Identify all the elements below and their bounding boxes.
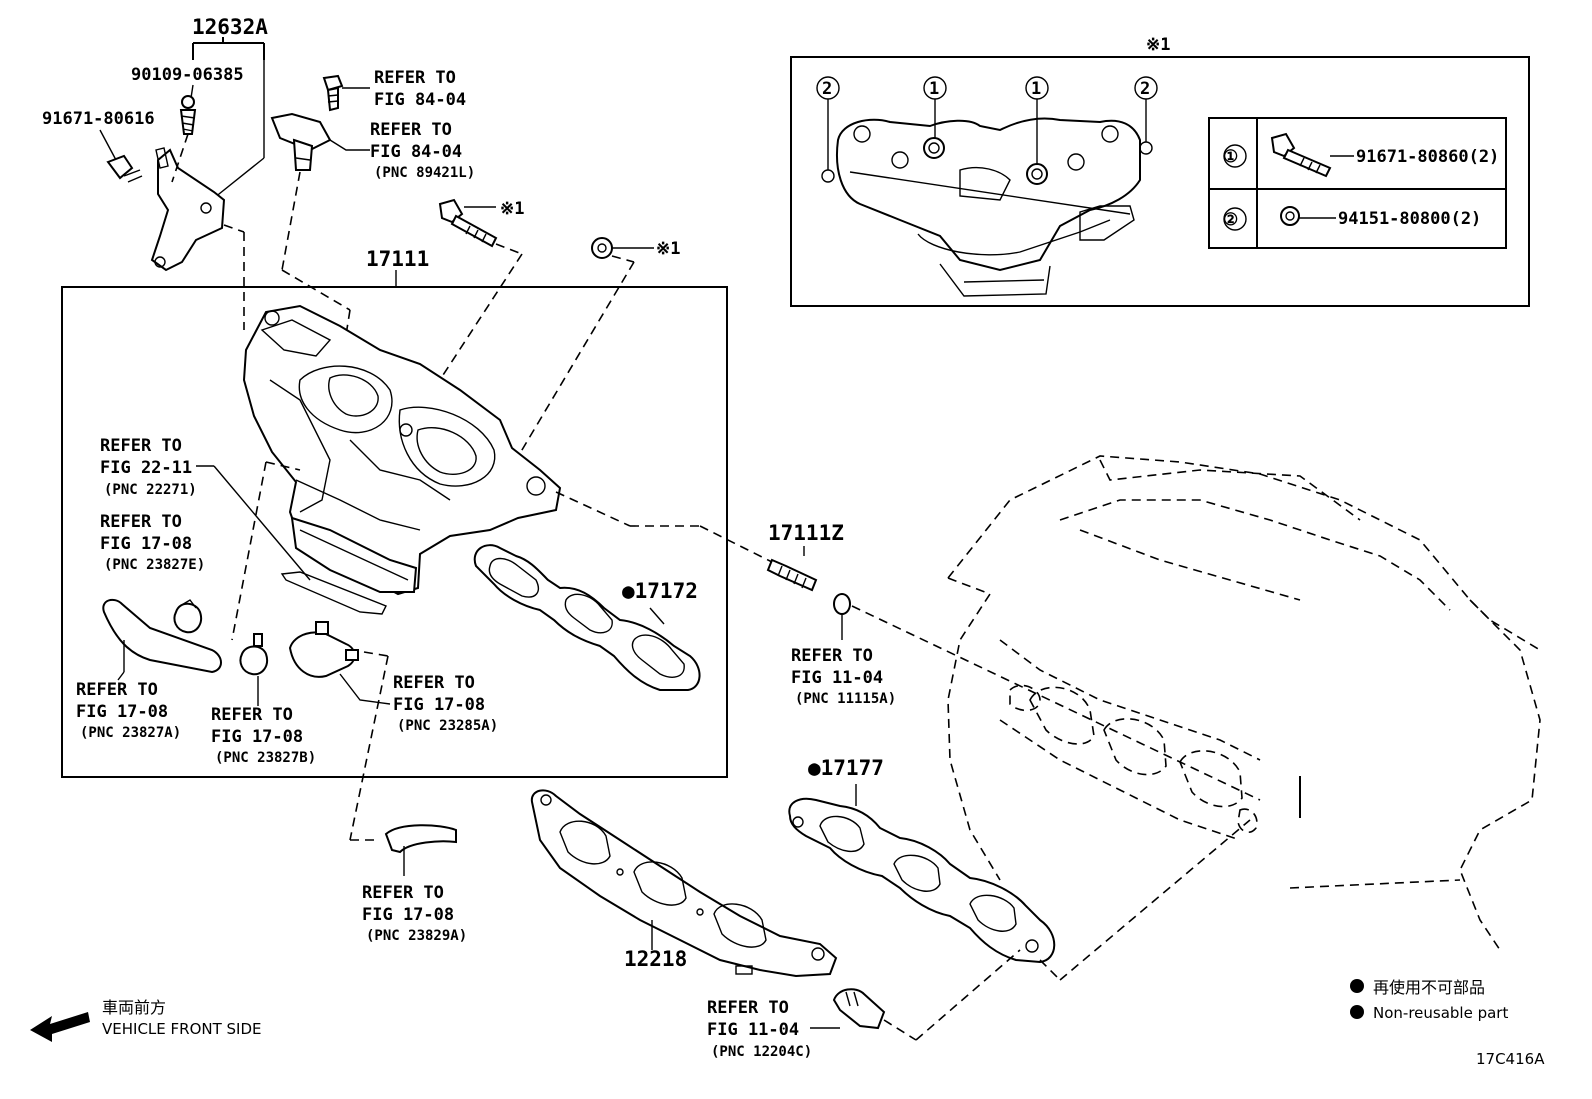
diagram-code: 17C416A (1476, 1050, 1545, 1068)
front-arrow-icon (30, 1012, 90, 1042)
refer-6-line2: FIG 17-08 (211, 727, 303, 747)
refer-8-pnc: (PNC 11115A) (795, 691, 896, 707)
refer-5-line1: REFER TO (76, 680, 158, 700)
label-17111: 17111 (366, 247, 429, 271)
refer-9-line1: REFER TO (362, 883, 444, 903)
refer-4-line2: FIG 17-08 (100, 534, 192, 554)
refer-6-pnc: (PNC 23827B) (215, 750, 316, 766)
refer-2-line2: FIG 84-04 (370, 142, 462, 162)
direction-en: VEHICLE FRONT SIDE (102, 1020, 262, 1038)
refer-1-line2: FIG 84-04 (374, 90, 466, 110)
sensor-bolt (322, 74, 370, 112)
refer-2-pnc: (PNC 89421L) (374, 165, 475, 181)
refer-3-line1: REFER TO (100, 436, 182, 456)
refer-3-pnc: (PNC 22271) (104, 482, 197, 498)
hose-23829A (384, 824, 457, 876)
legend-en: Non-reusable part (1373, 1004, 1508, 1022)
refer-10-line2: FIG 11-04 (707, 1020, 799, 1040)
clamp-23827B (239, 633, 268, 706)
refer-8-line2: FIG 11-04 (791, 668, 883, 688)
stud-17111Z (555, 491, 818, 592)
clamp-23827E (173, 599, 202, 634)
nut-note1 (515, 237, 654, 461)
inset-box (790, 56, 1530, 307)
callout-2a: 2 (822, 79, 832, 99)
refer-7-pnc: (PNC 23285A) (397, 718, 498, 734)
bracket-12632A (99, 37, 265, 330)
refer-10-line1: REFER TO (707, 998, 789, 1018)
inset-title: ※1 (1146, 35, 1170, 55)
callout-2b: 2 (1140, 79, 1150, 99)
label-17172: ●17172 (622, 579, 698, 603)
label-17111Z: 17111Z (768, 521, 844, 545)
label-17177: ●17177 (808, 756, 884, 780)
ring-11115A (833, 593, 1261, 801)
callout-1b: 1 (1031, 79, 1041, 99)
refer-2-line1: REFER TO (370, 120, 452, 140)
direction-jp: 車両前方 (102, 998, 166, 1017)
inset-callout-numbers: 2 1 1 2 (822, 79, 1150, 99)
refer-4-pnc: (PNC 23827E) (104, 557, 205, 573)
cam-sensor (270, 112, 370, 361)
hose-23827A (102, 598, 222, 681)
refer-6-line1: REFER TO (211, 705, 293, 725)
note-mark-bolt: ※1 (500, 199, 524, 219)
legend-dot-jp (1350, 979, 1364, 993)
gasket-17177 (788, 784, 1251, 981)
engine-outline (947, 455, 1541, 951)
inset-table (1208, 117, 1507, 249)
refer-4-line1: REFER TO (100, 512, 182, 532)
legend-jp: 再使用不可部品 (1373, 978, 1485, 997)
refer-7-line1: REFER TO (393, 673, 475, 693)
intake-manifold (242, 304, 562, 596)
inset-row2-part: 94151-80800(2) (1338, 209, 1481, 229)
label-12218: 12218 (624, 947, 687, 971)
stud-12204C (810, 949, 1021, 1041)
refer-5-line2: FIG 17-08 (76, 702, 168, 722)
inset-manifold (816, 76, 1158, 297)
refer-10-pnc: (PNC 12204C) (711, 1044, 812, 1060)
inset-row2-num: ② (1223, 210, 1238, 230)
note-mark-nut: ※1 (656, 239, 680, 259)
gasket-22271 (196, 461, 387, 641)
inset-row1-part: 91671-80860(2) (1356, 147, 1499, 167)
refer-9-line2: FIG 17-08 (362, 905, 454, 925)
label-91671-80616: 91671-80616 (42, 109, 155, 129)
refer-3-line2: FIG 22-11 (100, 458, 192, 478)
label-12632A: 12632A (192, 15, 268, 39)
labels: 12632A 90109-06385 91671-80616 REFER TO … (42, 15, 1545, 1068)
callout-1a: 1 (929, 79, 939, 99)
intake-manifold-box (61, 286, 728, 778)
gasket-17172 (473, 544, 701, 691)
refer-5-pnc: (PNC 23827A) (80, 725, 181, 741)
stud-bolt-note1 (431, 198, 523, 393)
refer-8-line1: REFER TO (791, 646, 873, 666)
gasket-12218 (530, 789, 838, 978)
refer-9-pnc: (PNC 23829A) (366, 928, 467, 944)
vsv-23285A (288, 621, 391, 841)
legend-dot-en (1350, 1005, 1364, 1019)
inset-row1-num: ① (1223, 147, 1238, 167)
label-90109: 90109-06385 (131, 65, 244, 85)
refer-7-line2: FIG 17-08 (393, 695, 485, 715)
refer-1-line1: REFER TO (374, 68, 456, 88)
